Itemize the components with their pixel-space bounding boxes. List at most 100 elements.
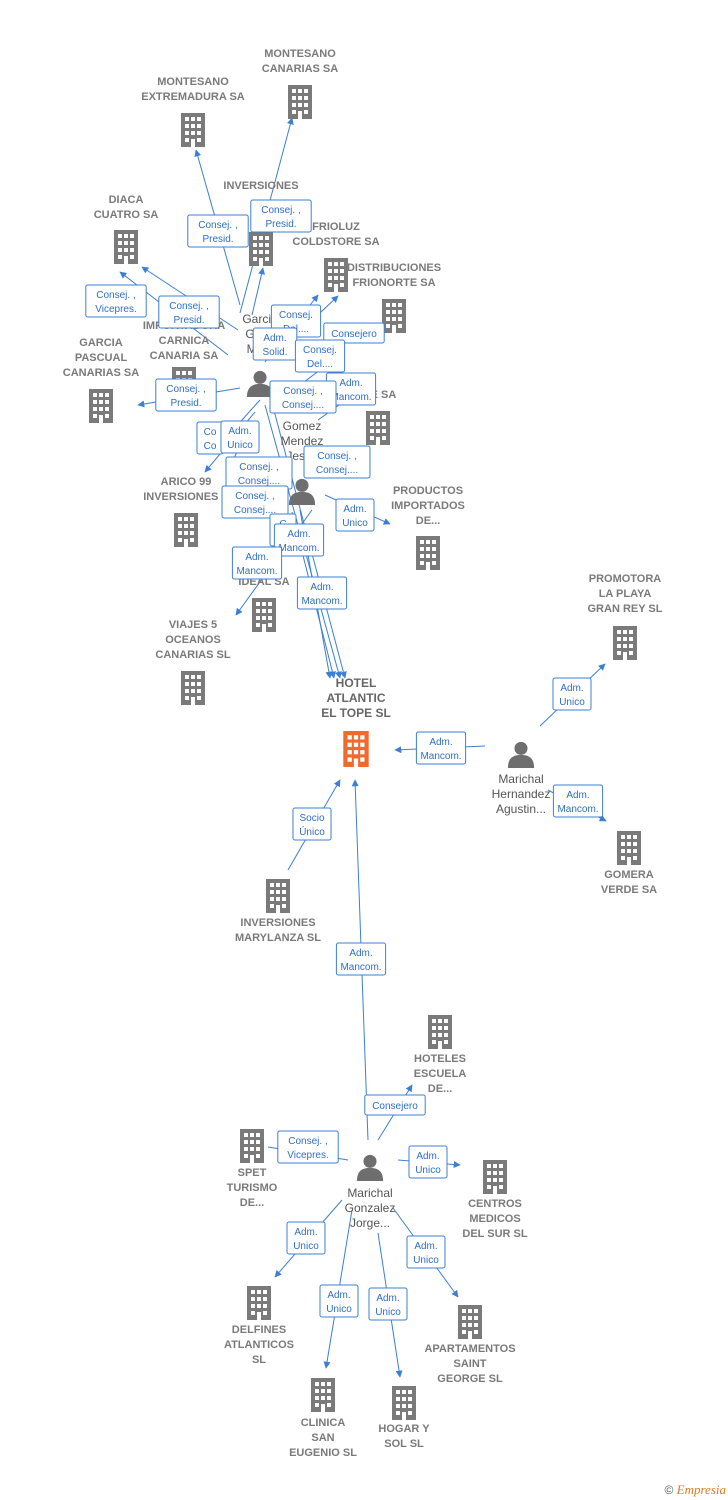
relation-box — [187, 214, 249, 248]
relation-label[interactable]: Consej. ,Presid. — [158, 295, 220, 329]
company-label-line: INVERSIONES S — [143, 491, 229, 503]
relation-label[interactable]: Consej. ,Consej.... — [225, 456, 293, 490]
relation-label[interactable]: Adm.Unico — [319, 1284, 359, 1318]
company-node-inversiones[interactable]: INVERSIONES — [223, 180, 299, 266]
relation-label[interactable]: Adm.Unico — [335, 498, 375, 532]
building-icon — [249, 232, 273, 266]
relation-label[interactable]: Adm.Mancom. — [552, 784, 604, 818]
relation-label[interactable]: Adm.Unico — [368, 1287, 408, 1321]
center-company-label-line: HOTEL — [336, 676, 377, 690]
relation-text: Consej. ,Consej.... — [282, 386, 324, 411]
relation-text-line: Adm. — [310, 582, 333, 593]
person-label-line: Marichal — [498, 772, 543, 786]
relation-label[interactable]: Consejero — [323, 322, 385, 344]
empresia-logo[interactable]: Empresia — [676, 1482, 726, 1497]
relation-label[interactable]: Adm.Unico — [408, 1145, 448, 1179]
relation-box — [335, 498, 375, 532]
company-node-ideal[interactable]: IDEAL SA — [238, 576, 290, 632]
relation-label[interactable]: Adm.Mancom. — [335, 942, 387, 976]
relation-label[interactable]: Adm.Unico — [406, 1235, 446, 1269]
relation-text-line: Consej. , — [261, 205, 300, 216]
relation-label[interactable]: Consej. ,Vicepres. — [85, 284, 147, 318]
company-label-line: ESCUELA — [414, 1068, 467, 1080]
company-label: INVERSIONES — [223, 180, 298, 192]
relation-text-line: Adm. — [429, 737, 452, 748]
company-label-line: TURISMO — [227, 1182, 278, 1194]
relation-text: Adm.Mancom. — [557, 790, 598, 815]
relation-label[interactable]: Consej. ,Vicepres. — [277, 1130, 339, 1164]
relation-label[interactable]: Consej.Del.... — [294, 339, 346, 373]
relation-label[interactable]: Consej. ,Consej.... — [221, 485, 289, 519]
relation-text-line: Unico — [415, 1165, 441, 1176]
relation-text-line: Único — [299, 825, 325, 838]
company-label-line: ATLANTICOS — [224, 1339, 294, 1351]
company-label-line: DE... — [416, 515, 440, 527]
relation-box — [85, 284, 147, 318]
relation-label[interactable]: Adm.Unico — [552, 677, 592, 711]
building-icon — [181, 113, 205, 147]
building-icon — [343, 731, 369, 767]
company-label-line: PASCUAL — [75, 352, 128, 364]
relation-text: Adm.Mancom. — [278, 529, 319, 554]
person-label-line: Mendez — [281, 434, 324, 448]
relation-text: Adm.Unico — [342, 504, 368, 529]
company-label-line: CENTROS — [468, 1198, 522, 1210]
relation-label[interactable]: Consejero — [364, 1094, 426, 1116]
relation-label[interactable]: Adm.Unico — [220, 420, 260, 454]
relation-label[interactable]: Adm.Mancom. — [415, 731, 467, 765]
relation-label[interactable]: Adm.Mancom. — [231, 546, 283, 580]
relation-text-line: Mancom. — [278, 543, 319, 554]
relation-box — [364, 1094, 426, 1116]
building-icon — [288, 85, 312, 119]
relation-label[interactable]: Consej. ,Consej.... — [269, 380, 337, 414]
relation-text-line: Adm. — [339, 378, 362, 389]
relation-text: Consej. ,Presid. — [261, 205, 300, 230]
building-icon — [311, 1378, 335, 1412]
relation-label[interactable]: Adm.Solid. — [252, 327, 298, 361]
relation-label[interactable]: Adm.Mancom. — [273, 523, 325, 557]
relation-label[interactable]: Consej. ,Presid. — [155, 378, 217, 412]
company-label-line: GRAN REY SL — [588, 603, 663, 615]
relation-text-line: Consej. , — [198, 220, 237, 231]
relation-text-line: Consej. — [279, 310, 313, 321]
building-icon — [266, 879, 290, 913]
company-label-line: DEL SUR SL — [462, 1228, 527, 1240]
relation-label[interactable]: Adm.Unico — [286, 1221, 326, 1255]
relation-label[interactable]: Consej. ,Presid. — [187, 214, 249, 248]
relation-label[interactable]: Adm.Mancom. — [296, 576, 348, 610]
person-icon — [246, 370, 274, 397]
relation-label[interactable]: Consej. ,Consej.... — [303, 445, 371, 479]
person-icon — [356, 1154, 384, 1181]
relation-label[interactable]: Consej. ,Presid. — [250, 199, 312, 233]
